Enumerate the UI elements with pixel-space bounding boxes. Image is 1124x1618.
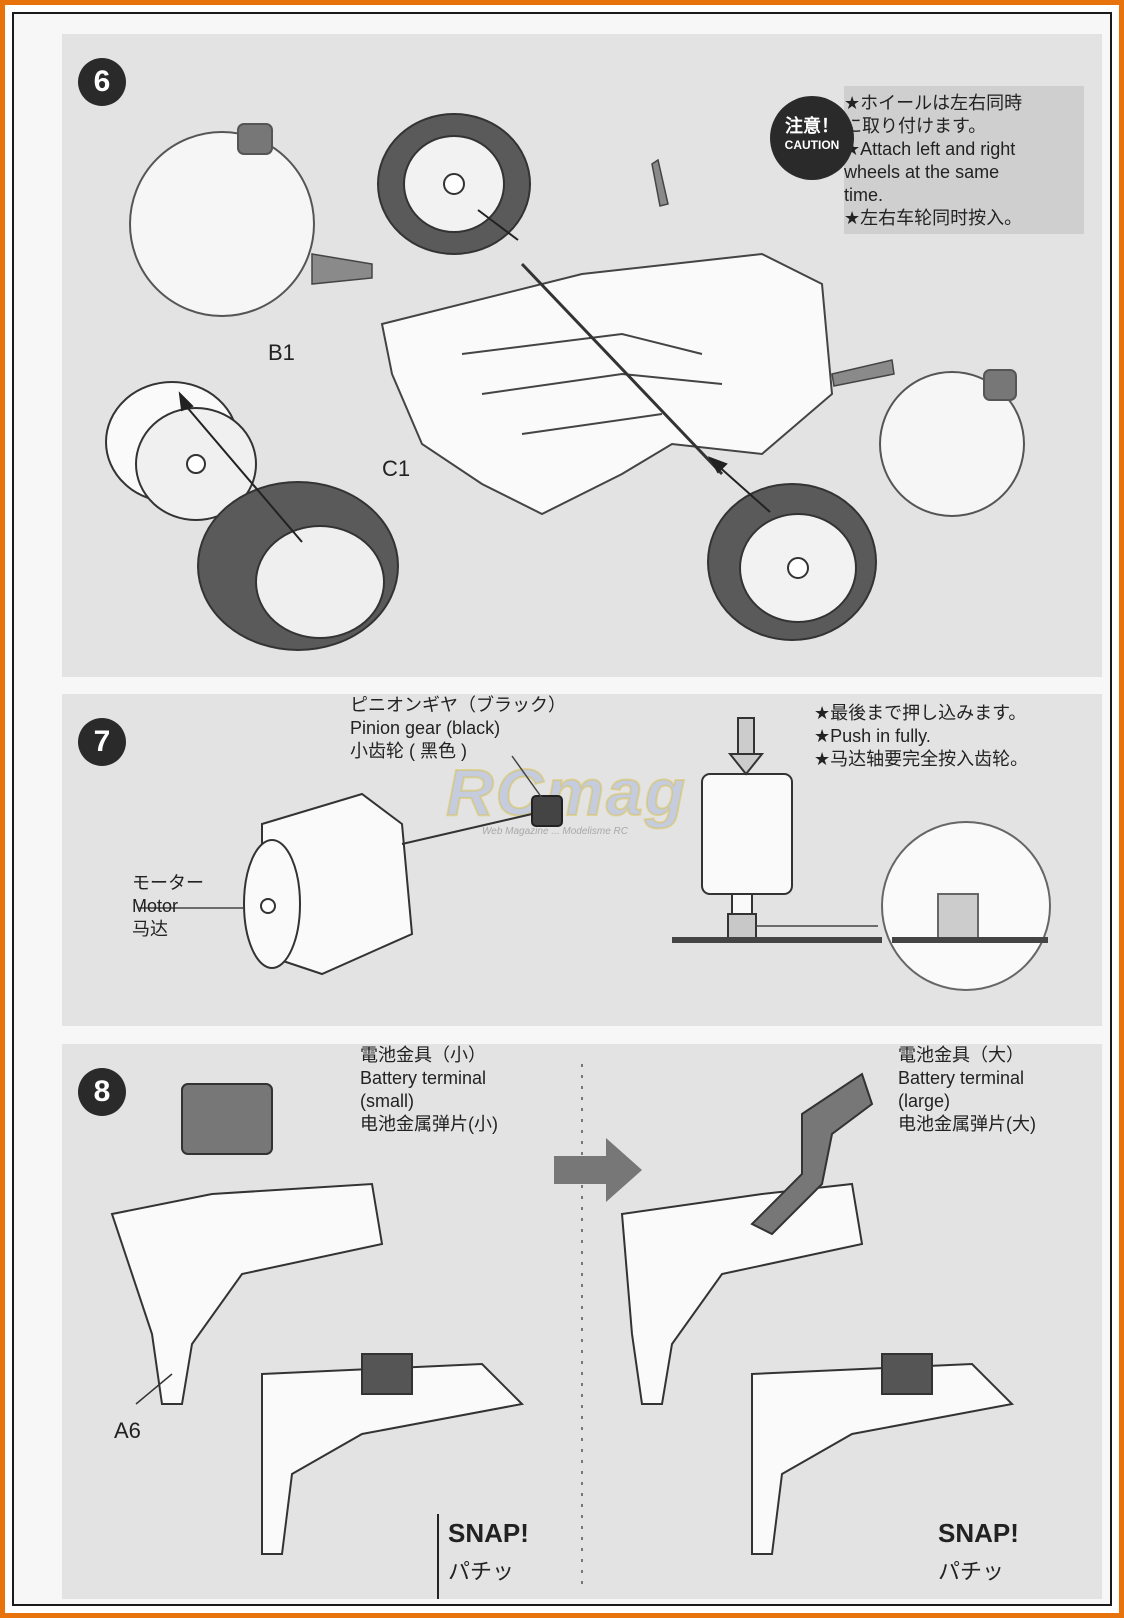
step-6-panel: 6 [62, 34, 1102, 677]
inset-glue-right [879, 369, 1025, 517]
motor-label-en: Motor [132, 896, 179, 916]
caution-line-4: wheels at the same [844, 162, 1000, 182]
caution-line-3: ★Attach left and right [844, 139, 1016, 159]
motor-label-jp: モーター [132, 873, 204, 893]
step-7-illustration [138, 717, 1051, 991]
motor-label-cn: 马达 [132, 919, 168, 939]
large-terminal-en2: (large) [898, 1091, 951, 1111]
chassis-drawing [380, 252, 834, 516]
pinion-label-jp: ピニオンギヤ（ブラック） [350, 695, 566, 715]
caution-badge: 注意！ CAUTION [770, 96, 854, 180]
wheel-bottom [707, 483, 877, 641]
push-note-cn: ★马达轴要完全按入齿轮。 [814, 749, 1029, 769]
motor-upright [672, 717, 882, 943]
small-terminal-en2: (small) [360, 1091, 414, 1111]
large-terminal-cn: 电池金属弹片(大) [898, 1114, 1036, 1134]
step-number: 6 [78, 58, 126, 106]
caution-badge-en: CAUTION [784, 138, 840, 152]
battery-holder-left [110, 1083, 525, 1555]
push-note-en: ★Push in fully. [814, 726, 931, 746]
watermark-logo: RCmag [445, 754, 688, 830]
wheel-b1 [105, 381, 257, 521]
caution-line-1: ★ホイールは左右同時 [844, 93, 1023, 113]
step-7-panel: 7 RCmag Web Magazine ... Modelisme RC [62, 694, 1102, 1026]
step-number: 7 [78, 718, 126, 766]
snap-label-right: SNAP! [938, 1518, 1019, 1548]
caution-line-2: に取り付けます。 [844, 116, 987, 136]
caution-badge-jp: 注意！ [785, 116, 839, 136]
pinion-label-en: Pinion gear (black) [350, 718, 501, 738]
snap-jp-left: パチッ [448, 1559, 515, 1584]
part-label-a6: A6 [114, 1418, 141, 1443]
caution-line-6: ★左右车轮同时按入。 [844, 208, 1023, 228]
step-8-illustration [110, 1064, 1015, 1599]
caution-note-box: ★ホイールは左右同時 に取り付けます。 ★Attach left and rig… [844, 86, 1084, 234]
battery-holder-right [620, 1072, 1015, 1555]
caution-line-5: time. [844, 185, 884, 205]
inset-glue-left [129, 123, 315, 317]
page-inner: 6 [12, 12, 1112, 1606]
small-terminal-cn: 电池金属弹片(小) [360, 1114, 498, 1134]
grease-tubes [311, 158, 895, 387]
part-label-b1: B1 [268, 340, 295, 365]
motor-drawing [243, 792, 533, 976]
step-number: 8 [78, 1068, 126, 1116]
step-6-illustration [105, 113, 1025, 651]
pinion-gear-drawing [531, 795, 563, 827]
push-note-jp: ★最後まで押し込みます。 [814, 703, 1027, 723]
large-terminal-jp: 電池金具（大） [898, 1045, 1024, 1065]
watermark-subtitle: Web Magazine ... Modelisme RC [482, 826, 628, 837]
snap-jp-right: パチッ [938, 1559, 1005, 1584]
inset-detail [881, 821, 1051, 991]
large-terminal-en: Battery terminal [898, 1068, 1025, 1088]
pinion-label-cn: 小齿轮 ( 黑色 ) [350, 741, 467, 761]
tire-c1 [197, 481, 399, 651]
small-terminal-en: Battery terminal [360, 1068, 487, 1088]
step-8-panel: 8 [62, 1044, 1102, 1599]
wheel-top [377, 113, 531, 255]
snap-label-left: SNAP! [448, 1518, 529, 1548]
small-terminal-jp: 電池金具（小） [360, 1045, 486, 1065]
next-arrow [554, 1138, 642, 1202]
part-label-c1: C1 [382, 456, 411, 481]
